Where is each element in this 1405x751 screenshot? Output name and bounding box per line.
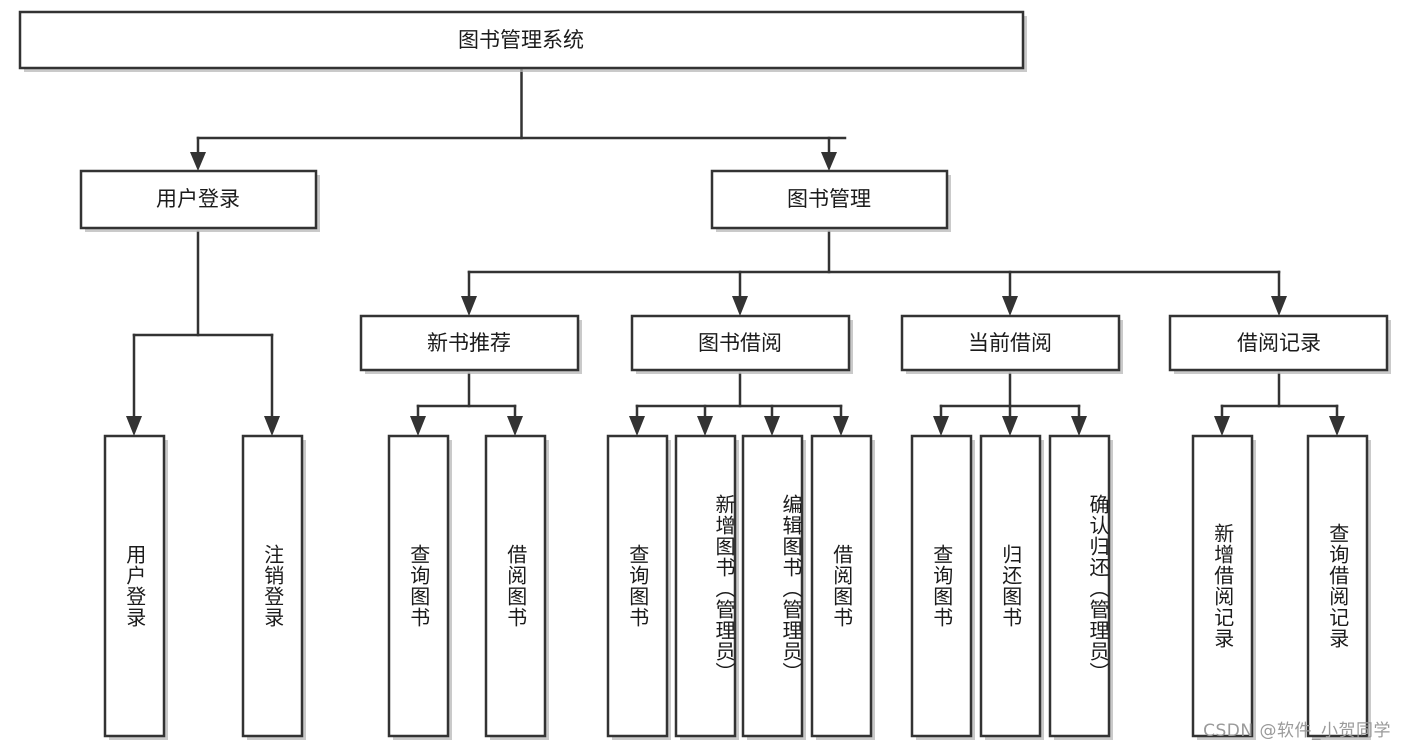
- leaf-node-9-box: [979, 434, 1042, 738]
- arrow-current-leaf-2: [1002, 416, 1018, 436]
- node-borrow-record[interactable]: 借阅记录: [1168, 314, 1391, 374]
- leaf-node-1[interactable]: [241, 434, 306, 740]
- node-new-book-recommend-box: [359, 314, 580, 372]
- node-current-borrow[interactable]: 当前借阅: [900, 314, 1123, 374]
- arrow-record-leaf-1: [1214, 416, 1230, 436]
- leaf-node-3-box: [484, 434, 547, 738]
- leaf-node-1-box: [241, 434, 304, 738]
- node-user-login[interactable]: 用户登录: [79, 169, 320, 232]
- node-borrow-record-box: [1168, 314, 1389, 372]
- leaf-node-5[interactable]: [674, 434, 739, 740]
- leaf-node-6[interactable]: [741, 434, 806, 740]
- leaf-node-12-box: [1306, 434, 1369, 738]
- arrow-userlogin-leaf-2: [264, 416, 280, 436]
- arrow-userlogin-leaf-1: [126, 416, 142, 436]
- node-book-management-box: [710, 169, 949, 230]
- leaf-node-2-box: [387, 434, 450, 738]
- arrow-bookmgmt-child-2: [732, 296, 748, 316]
- leaf-node-2[interactable]: [387, 434, 452, 740]
- leaf-node-7[interactable]: [810, 434, 875, 740]
- arrow-current-leaf-3: [1071, 416, 1087, 436]
- arrow-record-leaf-2: [1329, 416, 1345, 436]
- arrow-borrow-leaf-2: [697, 416, 713, 436]
- leaf-node-10-box: [1048, 434, 1111, 738]
- node-user-login-label: 用户登录: [156, 187, 240, 211]
- node-borrow-record-label: 借阅记录: [1237, 331, 1321, 355]
- leaf-node-6-box: [741, 434, 804, 738]
- leaf-node-3[interactable]: [484, 434, 549, 740]
- leaf-node-0[interactable]: [103, 434, 168, 740]
- arrow-borrow-leaf-3: [764, 416, 780, 436]
- leaf-node-10[interactable]: [1048, 434, 1113, 740]
- node-book-borrow[interactable]: 图书借阅: [630, 314, 853, 374]
- node-root-box: [18, 10, 1025, 70]
- leaf-node-4-box: [606, 434, 669, 738]
- arrow-bookmgmt-child-1: [461, 296, 477, 316]
- node-new-book-recommend-label: 新书推荐: [427, 331, 511, 355]
- node-root-label: 图书管理系统: [458, 28, 584, 52]
- leaf-node-0-box: [103, 434, 166, 738]
- arrow-bookmgmt-child-3: [1002, 296, 1018, 316]
- arrow-borrow-leaf-4: [833, 416, 849, 436]
- leaf-node-12[interactable]: [1306, 434, 1371, 740]
- watermark: CSDN @软件_小贺同学: [1203, 721, 1391, 741]
- node-root[interactable]: 图书管理系统: [18, 10, 1027, 72]
- leaf-node-11[interactable]: [1191, 434, 1256, 740]
- arrow-current-leaf-1: [933, 416, 949, 436]
- node-book-management[interactable]: 图书管理: [710, 169, 951, 232]
- node-current-borrow-box: [900, 314, 1121, 372]
- leaf-node-11-box: [1191, 434, 1254, 738]
- arrow-root-to-bookmgmt: [821, 152, 837, 171]
- arrow-root-to-userlogin: [190, 152, 206, 171]
- node-user-login-box: [79, 169, 318, 230]
- node-new-book-recommend[interactable]: 新书推荐: [359, 314, 582, 374]
- node-book-borrow-box: [630, 314, 851, 372]
- leaf-node-8-box: [910, 434, 973, 738]
- leaf-node-7-box: [810, 434, 873, 738]
- arrow-bookmgmt-child-4: [1271, 296, 1287, 316]
- leaf-node-9[interactable]: [979, 434, 1044, 740]
- node-book-borrow-label: 图书借阅: [698, 331, 782, 355]
- arrow-borrow-leaf-1: [629, 416, 645, 436]
- leaf-node-8[interactable]: [910, 434, 975, 740]
- arrow-newbook-leaf-1: [410, 416, 426, 436]
- node-book-management-label: 图书管理: [787, 187, 871, 211]
- connector-group: [126, 66, 1345, 436]
- leaf-node-4[interactable]: [606, 434, 671, 740]
- node-current-borrow-label: 当前借阅: [968, 331, 1052, 355]
- leaf-node-5-box: [674, 434, 737, 738]
- arrow-newbook-leaf-2: [507, 416, 523, 436]
